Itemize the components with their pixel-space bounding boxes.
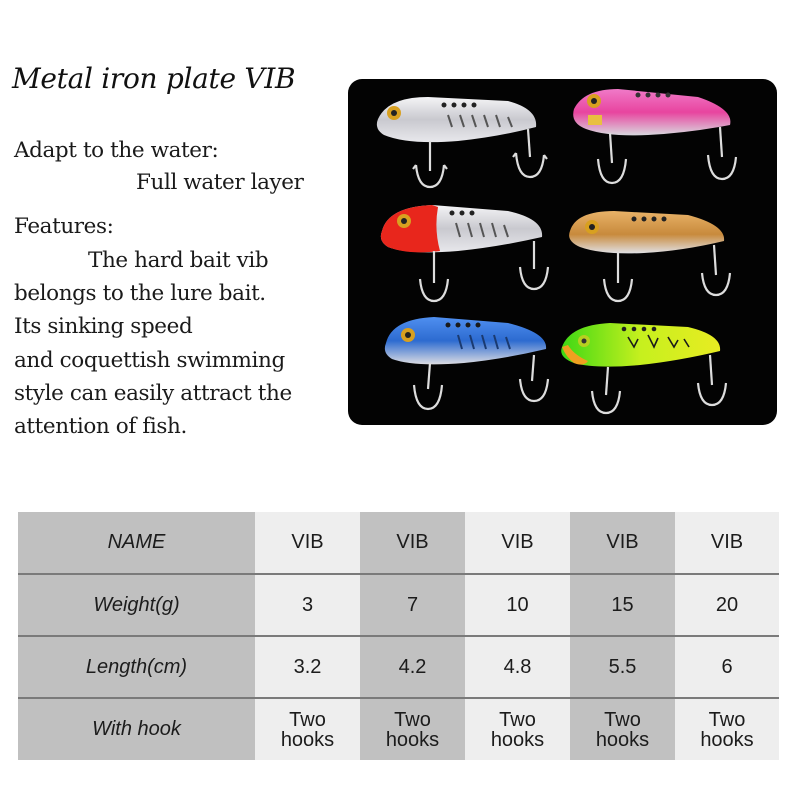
table-cell: 5.5 [570, 636, 675, 699]
table-row-length: Length(cm) 3.2 4.2 4.8 5.5 6 [18, 636, 779, 699]
hook-count: Two [394, 708, 431, 731]
table-cell: VIB [255, 512, 360, 575]
hook-unit: hooks [385, 728, 440, 751]
hook-unit: hooks [595, 728, 650, 751]
table-cell: VIB [675, 512, 779, 575]
table-cell: 6 [675, 636, 779, 699]
lure-green-icon [561, 323, 728, 415]
table-cell: 3 [255, 574, 360, 637]
product-photo [348, 79, 777, 425]
hook-count: Two [708, 708, 746, 731]
water-value: Full water layer [136, 170, 304, 195]
lure-silver-icon [376, 97, 548, 189]
features-line: The hard bait vib [88, 248, 269, 273]
hook-unit: hooks [490, 728, 545, 751]
features-label: Features: [14, 214, 114, 239]
features-line: belongs to the lure bait. [14, 281, 266, 306]
water-label: Adapt to the water: [14, 138, 219, 163]
features-line: style can easily attract the [14, 381, 292, 406]
product-title: Metal iron plate VIB [12, 62, 296, 95]
table-cell: 3.2 [255, 636, 360, 699]
lure-redhead-icon [380, 205, 550, 303]
row-label: Weight(g) [18, 574, 255, 637]
table-cell: VIB [570, 512, 675, 575]
table-cell: 15 [570, 574, 675, 637]
table-cell: 4.2 [360, 636, 465, 699]
lure-pink-icon [573, 89, 738, 185]
spec-table: NAME VIB VIB VIB VIB VIB Weight(g) 3 7 1… [18, 512, 779, 760]
features-line: Its sinking speed [14, 314, 193, 339]
table-cell: VIB [360, 512, 465, 575]
hook-unit: hooks [700, 728, 754, 751]
table-cell: 20 [675, 574, 779, 637]
hook-unit: hooks [280, 728, 335, 751]
hook-count: Two [604, 708, 641, 731]
table-cell: 4.8 [465, 636, 570, 699]
hook-count: Two [289, 708, 326, 731]
table-row-name: NAME VIB VIB VIB VIB VIB [18, 512, 779, 575]
features-line: attention of fish. [14, 414, 187, 439]
table-row-weight: Weight(g) 3 7 10 15 20 [18, 574, 779, 637]
row-label: NAME [18, 512, 255, 575]
features-line: and coquettish swimming [14, 348, 285, 373]
hook-count: Two [499, 708, 536, 731]
row-label: Length(cm) [18, 636, 255, 699]
row-label: With hook [18, 698, 255, 760]
table-cell: 10 [465, 574, 570, 637]
lure-blue-icon [384, 317, 550, 411]
table-cell: VIB [465, 512, 570, 575]
lure-gold-icon [569, 211, 732, 303]
table-cell: 7 [360, 574, 465, 637]
